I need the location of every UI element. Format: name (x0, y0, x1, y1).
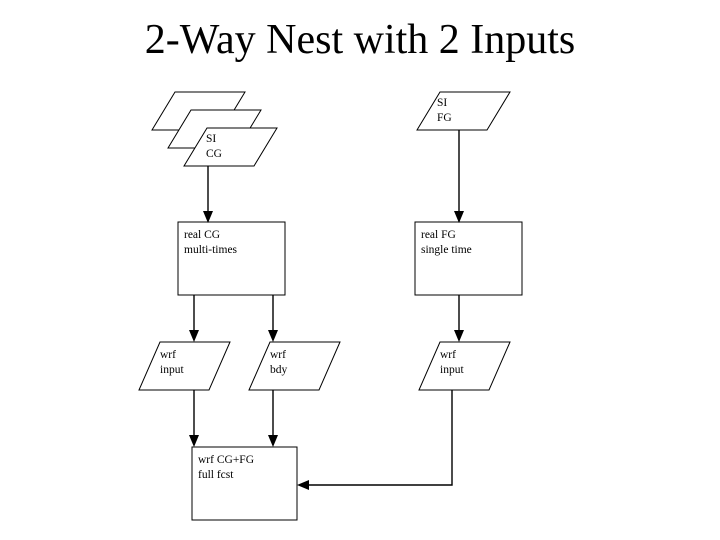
wrf-bdy-shape (248, 341, 341, 391)
node-real-cg[interactable] (177, 221, 286, 296)
wrf-input-fg-shape (418, 341, 511, 391)
si-cg-label-line1: SI (206, 133, 217, 145)
wrf-bdy-label-line2: bdy (270, 364, 288, 376)
real-fg-label: real FG single time (421, 228, 472, 258)
node-wrf-input-fg[interactable] (418, 341, 511, 391)
edge-real-fg-to-wrf-input-fg (454, 295, 464, 342)
wrf-cg-fg-label-line2: full fcst (198, 469, 234, 481)
wrf-input-cg-label-line1: wrf (160, 349, 176, 361)
real-fg-label-line2: single time (421, 244, 472, 256)
si-fg-label: SI FG (437, 96, 452, 126)
page-title: 2-Way Nest with 2 Inputs (144, 17, 576, 63)
edge-real-cg-to-wrf-input-cg (189, 295, 199, 342)
si-cg-sheet-front (183, 127, 278, 167)
edge-real-cg-to-wrf-bdy (268, 295, 278, 342)
si-fg-label-line2: FG (437, 112, 452, 124)
edge-wrf-bdy-to-wrf-cg-fg (268, 390, 278, 447)
wrf-input-cg-label-line2: input (160, 364, 184, 376)
edge-wrf-input-cg-to-wrf-cg-fg (189, 390, 199, 447)
real-fg-label-line1: real FG (421, 229, 456, 241)
node-wrf-input-cg[interactable] (138, 341, 231, 391)
node-real-fg[interactable] (414, 221, 523, 296)
edge-si-fg-to-real-fg (454, 130, 464, 223)
wrf-input-fg-label-line2: input (440, 364, 464, 376)
edge-wrf-input-fg-to-wrf-cg-fg (297, 390, 453, 490)
node-wrf-bdy[interactable] (248, 341, 341, 391)
node-wrf-cg-fg[interactable] (191, 446, 298, 521)
real-cg-label-line1: real CG (184, 229, 221, 241)
wrf-input-cg-shape (138, 341, 231, 391)
real-cg-label: real CG multi-times (184, 228, 237, 258)
si-cg-label: SI CG (206, 132, 222, 162)
wrf-input-fg-label-line1: wrf (440, 349, 456, 361)
edge-si-cg-to-real-cg (203, 166, 213, 223)
wrf-input-cg-label: wrf input (160, 348, 184, 378)
node-si-cg-stack[interactable] (151, 91, 278, 167)
si-fg-label-line1: SI (437, 97, 448, 109)
si-cg-label-line2: CG (206, 148, 222, 160)
wrf-bdy-label-line1: wrf (270, 349, 286, 361)
wrf-cg-fg-shape (191, 446, 298, 521)
wrf-bdy-label: wrf bdy (270, 348, 287, 378)
wrf-input-fg-label: wrf input (440, 348, 464, 378)
si-fg-shape (416, 91, 511, 131)
node-si-fg[interactable] (416, 91, 511, 131)
wrf-cg-fg-label-line1: wrf CG+FG (198, 454, 255, 466)
wrf-cg-fg-label: wrf CG+FG full fcst (198, 453, 254, 483)
real-fg-shape (414, 221, 523, 296)
real-cg-shape (177, 221, 286, 296)
real-cg-label-line2: multi-times (184, 244, 238, 256)
